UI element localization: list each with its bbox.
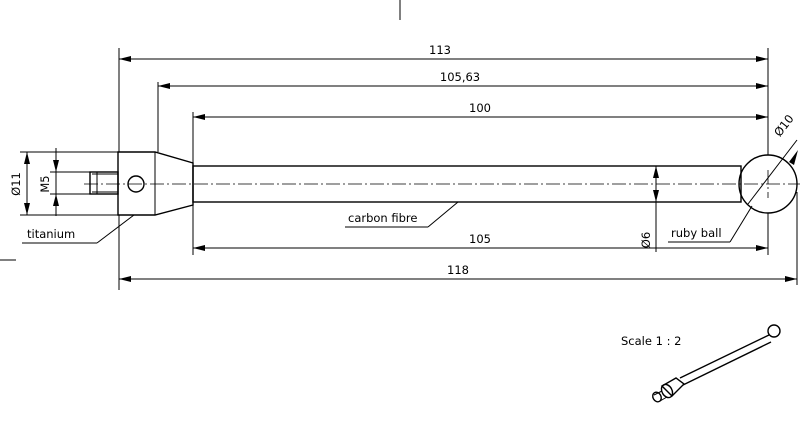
m5-thread [89,171,119,195]
cross-hole [127,175,145,193]
ruby-ball-label: ruby ball [671,226,722,240]
titanium-label: titanium [27,227,75,241]
carbon-fibre-shaft [192,165,742,203]
dim-dia6-text: Ø6 [639,232,653,248]
dim-dia10-text: Ø10 [771,112,797,139]
dim-dia10-leader [747,139,798,205]
iso-body [660,377,686,397]
iso-shaft-top [679,334,770,379]
iso-ruby-ball [767,324,781,338]
dim-113-text: 113 [429,43,451,57]
iso-thread [652,391,662,403]
carbon-fibre-leader [427,201,459,228]
iso-shaft-bottom [682,341,772,386]
dim-m5-text: M5 [38,175,52,192]
iso-thread-edge [659,396,668,402]
carbon-fibre-label: carbon fibre [348,211,417,225]
scale-label: Scale 1 : 2 [621,334,681,348]
dim-100-text: 100 [469,101,491,115]
iso-thread-edge [653,390,663,396]
dim-dia11-text: Ø11 [9,172,23,196]
ruby-ball-leader [729,205,753,243]
callouts [22,201,753,244]
titanium-leader [96,214,135,244]
iso-body-face [660,383,674,399]
dim-118-text: 118 [447,263,469,277]
isometric-view [652,324,781,403]
dimension-lines [20,48,798,290]
dim-105-63-text: 105,63 [440,70,480,84]
stylus-part [84,151,800,216]
dim-105-text: 105 [469,232,491,246]
